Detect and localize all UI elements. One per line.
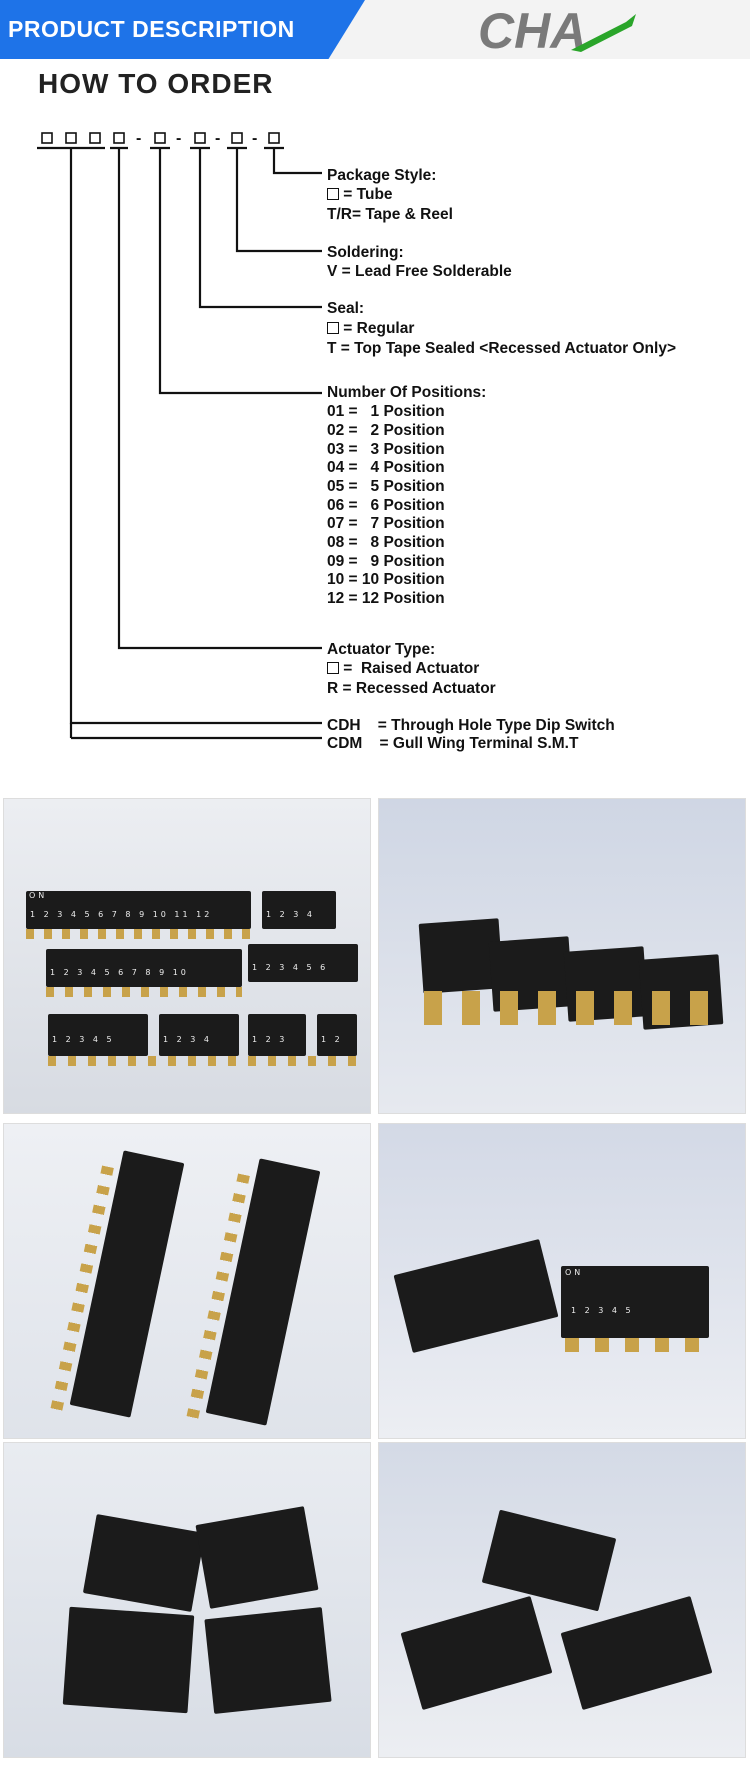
cha-logo: CHA [478,3,636,58]
dip-switch-smt-top [393,1239,559,1353]
position-item: 06 = 6 Position [327,497,445,514]
code-separator: - [176,130,181,147]
position-item: 01 = 1 Position [327,403,445,420]
order-code-diagram: - - - - [37,130,322,740]
chip-numbers: 1 2 3 4 [163,1035,212,1044]
dip-switch-3pos [248,1014,306,1056]
package-style-title: Package Style: [327,167,437,184]
chip-numbers: 1 2 3 4 5 [571,1306,634,1315]
dip-switch-5pos [561,1266,709,1338]
position-item: 09 = 9 Position [327,553,445,570]
seal-top-tape: T = Top Tape Sealed <Recessed Actuator O… [327,340,677,357]
type-cdh: CDH = Through Hole Type Dip Switch [327,717,615,734]
gold-pins [424,991,719,1025]
product-photo-4: 1 2 3 4 5 ON [378,1123,746,1439]
chip-numbers: 1 2 3 4 5 6 [252,963,329,972]
code-box-4 [113,132,125,144]
product-photo-6 [378,1442,746,1758]
code-box-1 [41,132,53,144]
package-style-tube: = Tube [327,185,393,204]
logo-swoosh [571,14,636,52]
type-cdm: CDM = Gull Wing Terminal S.M.T [327,735,579,752]
header-banner: PRODUCT DESCRIPTION CHA [0,0,750,59]
code-separator: - [252,130,257,147]
chip-numbers: 1 2 3 [252,1035,288,1044]
chip-numbers: 1 2 [321,1035,343,1044]
dip-switch-6pos [248,944,358,982]
gold-pins [46,987,242,997]
package-style-tape: T/R= Tape & Reel [327,206,453,223]
page-heading: HOW TO ORDER [38,68,274,99]
seal-regular: = Regular [327,319,414,338]
position-item: 05 = 5 Position [327,478,445,495]
dip-switch-4pos [400,1595,553,1711]
position-item: 10 = 10 Position [327,571,445,588]
product-photo-2 [378,798,746,1114]
blank-box-icon [327,662,339,674]
dip-switch-2pos [317,1014,357,1056]
product-photo-3 [3,1123,371,1439]
soldering-title: Soldering: [327,244,404,261]
banner-title: PRODUCT DESCRIPTION [8,16,295,42]
product-photo-1: 1 2 3 4 5 6 7 8 9 10 11 12 ON 1 2 3 4 1 … [3,798,371,1114]
soldering-lead-free: V = Lead Free Solderable [327,263,512,280]
position-item: 08 = 8 Position [327,534,445,551]
logo-text: CHA [478,3,586,58]
position-item: 04 = 4 Position [327,459,445,476]
position-item: 03 = 3 Position [327,441,445,458]
dip-switch-4pos-b [159,1014,239,1056]
chip-on-label: ON [565,1268,584,1277]
gold-pins [26,929,251,939]
dip-switch-12pos [26,891,251,929]
chip-numbers: 1 2 3 4 5 6 7 8 9 10 [50,968,189,977]
code-box-7 [231,132,243,144]
dip-switch-2pos [62,1606,195,1714]
banner-title-background [0,0,365,59]
chip-numbers: 1 2 3 4 5 [52,1035,115,1044]
position-item: 02 = 2 Position [327,422,445,439]
code-box-3 [89,132,101,144]
actuator-title: Actuator Type: [327,641,436,658]
gold-pins [565,1338,707,1352]
positions-title: Number Of Positions: [327,384,487,401]
dip-switch-4pos [560,1595,713,1711]
code-separator: - [215,130,220,147]
chip-on-label: ON [29,891,48,900]
code-box-5 [154,132,166,144]
product-photo-5 [3,1442,371,1758]
code-box-2 [65,132,77,144]
dip-switch-10pos [46,949,242,987]
blank-box-icon [327,188,339,200]
actuator-recessed: R = Recessed Actuator [327,680,496,697]
dip-switch-smt-2pos [82,1514,206,1612]
dip-switch-4pos [262,891,336,929]
dip-switch-smt-top [481,1509,617,1612]
position-item: 12 = 12 Position [327,590,445,607]
code-box-8 [268,132,280,144]
chip-numbers: 1 2 3 4 5 6 7 8 9 10 11 12 [30,910,213,919]
dip-switch-smt-bottom [204,1607,332,1714]
code-box-6 [194,132,206,144]
dip-switch-2pos [195,1506,319,1609]
chip-numbers: 1 2 3 4 [266,910,315,919]
actuator-raised: = Raised Actuator [327,659,479,678]
position-item: 07 = 7 Position [327,515,445,532]
code-separator: - [136,130,141,147]
seal-title: Seal: [327,300,365,317]
blank-box-icon [327,322,339,334]
dip-switch-5pos [48,1014,148,1056]
gold-pins [48,1056,358,1066]
